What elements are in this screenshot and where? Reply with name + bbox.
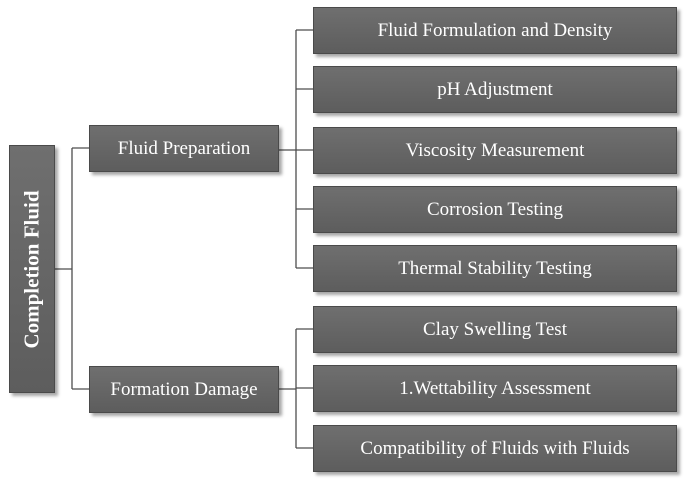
branch-node-formation-damage: Formation Damage — [89, 366, 279, 413]
root-node-completion-fluid: Completion Fluid — [9, 145, 55, 393]
leaf-node-label: Viscosity Measurement — [405, 139, 585, 161]
branch-node-label: Fluid Preparation — [117, 137, 251, 159]
leaf-node-label: Compatibility of Fluids with Fluids — [360, 437, 630, 459]
leaf-node-corrosion-testing: Corrosion Testing — [313, 186, 677, 233]
root-node-label: Completion Fluid — [19, 189, 44, 349]
leaf-node-label: Clay Swelling Test — [423, 318, 567, 340]
leaf-node-thermal-stability-testing: Thermal Stability Testing — [313, 245, 677, 292]
branch-node-fluid-preparation: Fluid Preparation — [89, 125, 279, 172]
leaf-node-label: Corrosion Testing — [426, 198, 564, 220]
leaf-node-label: Thermal Stability Testing — [398, 257, 592, 279]
leaf-node-wettability-assessment: 1.Wettability Assessment — [313, 365, 677, 412]
branch-node-label: Formation Damage — [110, 378, 258, 400]
leaf-node-label: 1.Wettability Assessment — [399, 377, 591, 399]
leaf-node-fluid-compatibility: Compatibility of Fluids with Fluids — [313, 425, 677, 472]
leaf-node-fluid-formulation-density: Fluid Formulation and Density — [313, 7, 677, 54]
leaf-node-label: pH Adjustment — [437, 78, 553, 100]
leaf-node-label: Fluid Formulation and Density — [377, 19, 613, 41]
leaf-node-viscosity-measurement: Viscosity Measurement — [313, 127, 677, 174]
leaf-node-ph-adjustment: pH Adjustment — [313, 66, 677, 113]
leaf-node-clay-swelling-test: Clay Swelling Test — [313, 306, 677, 353]
